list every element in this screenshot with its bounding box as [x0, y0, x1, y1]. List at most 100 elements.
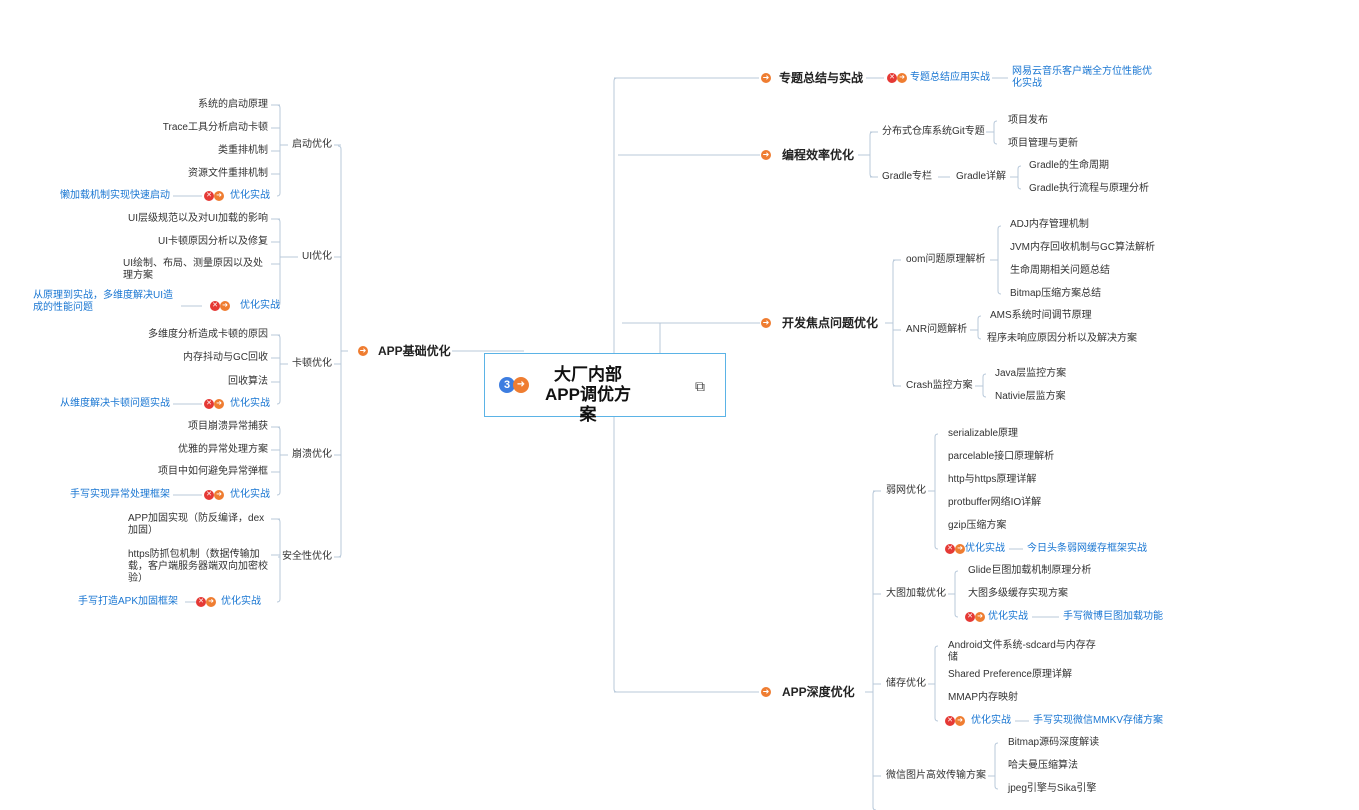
topic-item[interactable]: Nativie层监方案 — [995, 391, 1066, 402]
topic-item[interactable]: 生命周期相关问题总结 — [1010, 265, 1110, 276]
group-label[interactable]: Gradle详解 — [956, 171, 1007, 182]
topic-item[interactable]: 类重排机制 — [218, 145, 268, 156]
topic-item[interactable]: JVM内存回收机制与GC算法解析 — [1010, 242, 1155, 253]
topic-item[interactable]: MMAP内存映射 — [948, 692, 1018, 703]
practice-target[interactable]: 今日头条弱网缓存框架实战 — [1027, 543, 1147, 554]
connector-line — [954, 570, 959, 618]
practice-label[interactable]: 优化实战 — [240, 300, 280, 311]
topic-item[interactable]: 项目发布 — [1008, 115, 1048, 126]
practice-label[interactable]: 优化实战 — [230, 190, 270, 201]
close-circle-icon: ✕ — [945, 716, 955, 726]
link-icon[interactable]: ⧉ — [695, 378, 705, 394]
topic-item[interactable]: 系统的启动原理 — [198, 99, 268, 110]
topic-item[interactable]: serializable原理 — [948, 428, 1019, 439]
group-label[interactable]: 弱网优化 — [886, 485, 926, 496]
topic-item[interactable]: UI卡顿原因分析以及修复 — [158, 236, 268, 247]
topic-item[interactable]: UI层级规范以及对UI加载的影响 — [128, 213, 268, 224]
topic-item[interactable]: https防抓包机制（数据传输加载，客户端服务器端双向加密校验） — [128, 549, 268, 584]
group-label[interactable]: UI优化 — [302, 251, 332, 262]
topic-item[interactable]: 大图多级缓存实现方案 — [968, 588, 1068, 599]
arrow-right-icon: ➜ — [975, 612, 985, 622]
topic-item[interactable]: gzip压缩方案 — [948, 520, 1007, 531]
practice-label[interactable]: 专题总结应用实战 — [910, 72, 990, 83]
practice-target[interactable]: 网易云音乐客户端全方位性能优化实战 — [1012, 66, 1152, 89]
group-label[interactable]: 储存优化 — [886, 678, 926, 689]
topic-item[interactable]: Trace工具分析启动卡顿 — [162, 122, 268, 133]
topic-item[interactable]: Bitmap压缩方案总结 — [1010, 288, 1102, 299]
close-circle-icon: ✕ — [945, 544, 955, 554]
topic-item[interactable]: 多维度分析造成卡顿的原因 — [148, 329, 268, 340]
topic-item[interactable]: ADJ内存管理机制 — [1010, 219, 1089, 230]
topic-item[interactable]: Glide巨图加载机制原理分析 — [968, 565, 1092, 576]
branch-title-right[interactable]: APP深度优化 — [782, 685, 855, 699]
topic-item[interactable]: AMS系统时间调节原理 — [990, 310, 1092, 321]
topic-item[interactable]: APP加固实现（防反编译，dex加固） — [128, 513, 265, 536]
connector-line — [276, 334, 281, 405]
root-node[interactable]: 3 ➜ 大厂内部APP调优方案 ⧉ — [484, 353, 726, 424]
topic-item[interactable]: 内存抖动与GC回收 — [183, 352, 268, 363]
topic-item[interactable]: 项目中如何避免异常弹框 — [158, 466, 268, 477]
topic-item[interactable]: 程序未响应原因分析以及解决方案 — [987, 333, 1137, 344]
practice-target[interactable]: 懒加载机制实现快速启动 — [60, 190, 170, 201]
topic-item[interactable]: Java层监控方案 — [995, 368, 1067, 379]
group-label[interactable]: 安全性优化 — [282, 551, 332, 562]
practice-label[interactable]: 优化实战 — [988, 611, 1028, 622]
topic-item[interactable]: Gradle执行流程与原理分析 — [1029, 183, 1150, 194]
group-label[interactable]: 崩溃优化 — [292, 449, 332, 460]
connector-line — [276, 218, 281, 307]
topic-item[interactable]: parcelable接口原理解析 — [948, 451, 1055, 462]
topic-item[interactable]: http与https原理详解 — [948, 474, 1037, 485]
topic-item[interactable]: 项目崩溃异常捕获 — [188, 421, 268, 432]
topic-item[interactable]: 回收算法 — [228, 376, 268, 387]
practice-target[interactable]: 手写实现异常处理框架 — [70, 489, 170, 500]
group-label[interactable]: 分布式仓库系统Git专题 — [882, 126, 985, 137]
topic-item[interactable]: Bitmap源码深度解读 — [1008, 737, 1100, 748]
practice-label[interactable]: 优化实战 — [221, 596, 261, 607]
close-circle-icon: ✕ — [204, 490, 214, 500]
topic-item[interactable]: 哈夫曼压缩算法 — [1008, 760, 1078, 771]
branch-title-right[interactable]: 专题总结与实战 — [779, 71, 864, 85]
practice-label[interactable]: 优化实战 — [230, 398, 270, 409]
branch-title-right[interactable]: 编程效率优化 — [782, 148, 855, 162]
topic-item[interactable]: protbuffer网络IO详解 — [948, 497, 1042, 508]
practice-flag-icon: ✕➜ — [204, 490, 225, 500]
practice-target[interactable]: 手写微博巨图加载功能 — [1063, 611, 1163, 622]
practice-label[interactable]: 优化实战 — [965, 543, 1005, 554]
practice-target[interactable]: 手写实现微信MMKV存储方案 — [1033, 715, 1163, 726]
group-label[interactable]: Crash监控方案 — [906, 380, 973, 391]
group-label[interactable]: ANR问题解析 — [906, 324, 968, 335]
topic-item[interactable]: Android文件系统-sdcard与内存存储 — [948, 640, 1096, 663]
topic-item[interactable]: Shared Preference原理详解 — [948, 669, 1072, 680]
branch-title-left[interactable]: APP基础优化 — [378, 344, 451, 358]
branch-title-right[interactable]: 开发焦点问题优化 — [782, 316, 879, 330]
arrow-right-icon: ➜ — [761, 318, 771, 328]
group-label[interactable]: Gradle专栏 — [882, 171, 933, 182]
practice-target[interactable]: 从维度解决卡顿问题实战 — [60, 398, 170, 409]
practice-target[interactable]: 从原理到实战，多维度解决UI造成的性能问题 — [33, 290, 173, 313]
group-label[interactable]: 微信图片高效传输方案 — [886, 770, 986, 781]
practice-label[interactable]: 优化实战 — [230, 489, 270, 500]
arrow-right-icon: ➜ — [761, 687, 771, 697]
topic-item[interactable]: 项目管理与更新 — [1008, 138, 1078, 149]
practice-flag-icon: ✕➜ — [887, 73, 908, 83]
connector-line — [276, 426, 281, 496]
arrow-right-icon: ➜ — [955, 544, 965, 554]
group-label[interactable]: 大图加载优化 — [886, 588, 946, 599]
root-badge: 3 ➜ — [499, 377, 529, 393]
topic-item[interactable]: 优雅的异常处理方案 — [178, 444, 268, 455]
arrow-right-icon: ➜ — [513, 377, 529, 393]
topic-item[interactable]: Gradle的生命周期 — [1029, 160, 1110, 171]
practice-flag-icon: ✕➜ — [945, 544, 966, 554]
topic-item[interactable]: jpeg引擎与Sika引擎 — [1008, 783, 1097, 794]
practice-label[interactable]: 优化实战 — [971, 715, 1011, 726]
arrow-right-icon: ➜ — [955, 716, 965, 726]
priority-number-icon: 3 — [499, 377, 515, 393]
group-label[interactable]: 启动优化 — [292, 139, 332, 150]
close-circle-icon: ✕ — [204, 399, 214, 409]
close-circle-icon: ✕ — [887, 73, 897, 83]
topic-item[interactable]: 资源文件重排机制 — [188, 168, 268, 179]
group-label[interactable]: 卡顿优化 — [292, 358, 332, 369]
practice-target[interactable]: 手写打造APK加固框架 — [77, 596, 178, 607]
group-label[interactable]: oom问题原理解析 — [906, 254, 986, 265]
topic-item[interactable]: UI绘制、布局、测量原因以及处理方案 — [123, 258, 263, 281]
